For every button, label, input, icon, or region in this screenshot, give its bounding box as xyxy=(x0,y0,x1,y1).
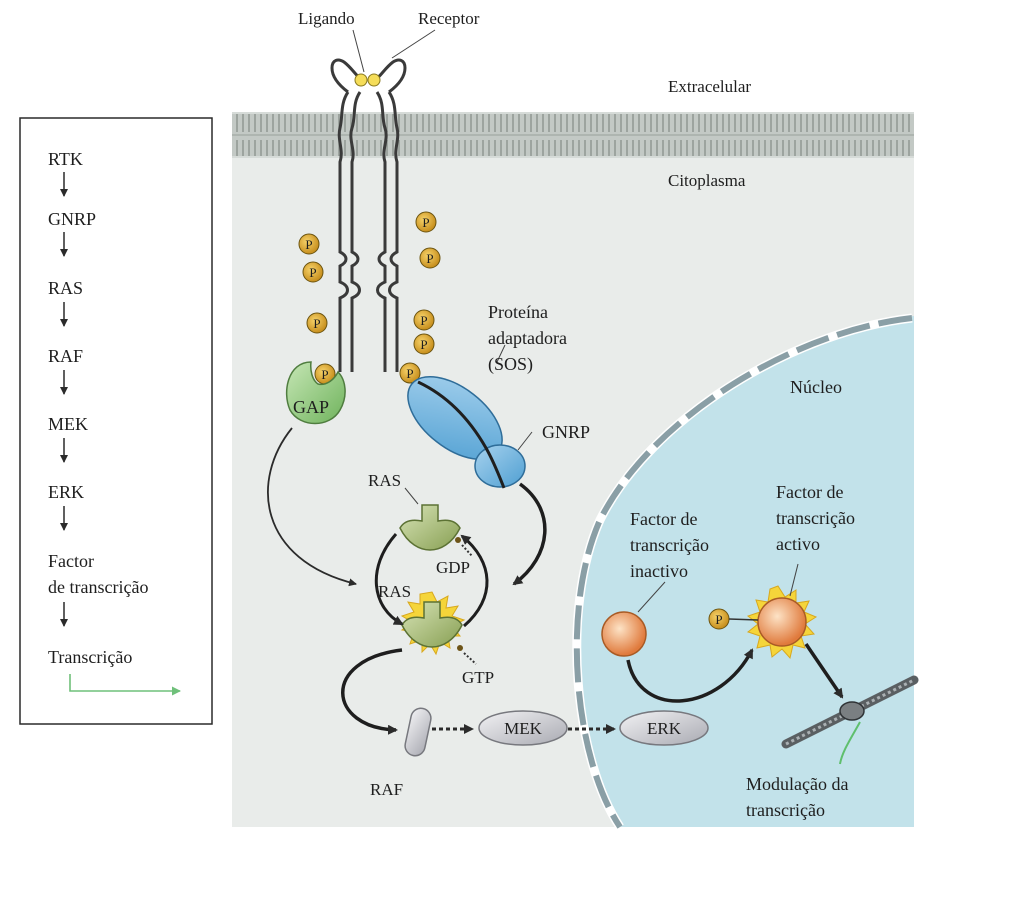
adaptor-label-3: (SOS) xyxy=(488,354,533,375)
active-tf-label-2: transcrição xyxy=(776,508,855,528)
svg-text:P: P xyxy=(309,265,316,280)
pathway-summary-box: RTK GNRP RAS RAF MEK ERK Factor de trans… xyxy=(19,117,213,725)
inactive-tf-label-2: transcrição xyxy=(630,535,709,555)
gap-label: GAP xyxy=(293,397,329,417)
active-tf-label-3: activo xyxy=(776,534,820,554)
ras-top-label: RAS xyxy=(368,471,401,490)
extracellular-label: Extracelular xyxy=(668,77,751,96)
inactive-tf-label-1: Factor de xyxy=(630,509,697,529)
svg-text:P: P xyxy=(313,316,320,331)
svg-text:P: P xyxy=(321,367,328,382)
ras-to-raf-arrow xyxy=(341,648,403,735)
gnrp-label: GNRP xyxy=(542,422,590,442)
erk-activation-arrow xyxy=(626,648,754,703)
inactive-transcription-factor xyxy=(601,611,647,657)
modulation-label-2: transcrição xyxy=(746,800,825,820)
phosphate-icon: P xyxy=(306,312,328,334)
dna-strand xyxy=(781,675,919,749)
ras-gdp xyxy=(399,504,461,551)
step-erk: ERK xyxy=(48,482,84,502)
raf-label: RAF xyxy=(370,780,403,799)
modulation-label-1: Modulação da xyxy=(746,774,848,794)
nucleus-label: Núcleo xyxy=(790,377,842,397)
gtp-label: GTP xyxy=(462,668,494,687)
ras-gtp xyxy=(400,591,466,656)
phosphate-icon: P xyxy=(708,608,759,630)
receptor-tyrosine-kinase xyxy=(330,58,407,372)
ras-gdp-to-gtp-arrow xyxy=(374,533,404,626)
raf-protein xyxy=(404,707,432,757)
svg-text:P: P xyxy=(422,215,429,230)
gdp-label: GDP xyxy=(436,558,470,577)
step-gnrp: GNRP xyxy=(48,209,96,229)
svg-text:P: P xyxy=(426,251,433,266)
tf-to-dna-arrow xyxy=(804,643,844,699)
step-mek: MEK xyxy=(48,414,88,434)
phosphate-icon: P xyxy=(415,211,437,233)
phosphate-icon: P xyxy=(413,333,435,355)
phosphate-icon: P xyxy=(302,261,324,283)
svg-text:P: P xyxy=(305,237,312,252)
gap-to-ras-arrow xyxy=(267,427,357,587)
phosphate-icon: P xyxy=(419,247,441,269)
step-ras: RAS xyxy=(48,278,83,298)
inactive-tf-label-3: inactivo xyxy=(630,561,688,581)
receptor-label: Receptor xyxy=(418,9,480,28)
adaptor-label-2: adaptadora xyxy=(488,328,567,348)
phosphate-groups: P P P P P P P P P xyxy=(298,211,441,385)
gap-protein xyxy=(286,361,346,425)
erk-protein xyxy=(619,710,709,746)
svg-text:P: P xyxy=(406,366,413,381)
mek-protein xyxy=(478,710,568,746)
ligand-molecule xyxy=(367,73,381,87)
ras-gtp-to-gdp-arrow xyxy=(460,534,489,628)
step-rtk: RTK xyxy=(48,149,83,169)
transcription-output-arrow xyxy=(69,674,181,696)
svg-text:P: P xyxy=(420,337,427,352)
mek-label: MEK xyxy=(504,719,543,738)
phosphate-icon: P xyxy=(399,362,421,384)
adaptor-label-1: Proteína xyxy=(488,302,548,322)
svg-text:P: P xyxy=(715,612,722,627)
gnrp-protein xyxy=(474,444,526,488)
erk-label: ERK xyxy=(647,719,682,738)
cytoplasm-label: Citoplasma xyxy=(668,171,746,190)
svg-text:P: P xyxy=(420,313,427,328)
phosphate-icon: P xyxy=(413,309,435,331)
ligand-molecule xyxy=(354,73,368,87)
active-tf-label-1: Factor de xyxy=(776,482,843,502)
ras-bottom-label: RAS xyxy=(378,582,411,601)
active-transcription-factor xyxy=(746,585,818,660)
step-transcricao: Transcrição xyxy=(48,647,132,667)
gnrp-to-ras-arrow xyxy=(512,482,547,586)
step-de-transcricao: de transcrição xyxy=(48,577,148,597)
step-factor: Factor xyxy=(48,551,94,571)
phosphate-icon: P xyxy=(298,233,320,255)
step-raf: RAF xyxy=(48,346,83,366)
ligand-label: Ligando xyxy=(298,9,355,28)
